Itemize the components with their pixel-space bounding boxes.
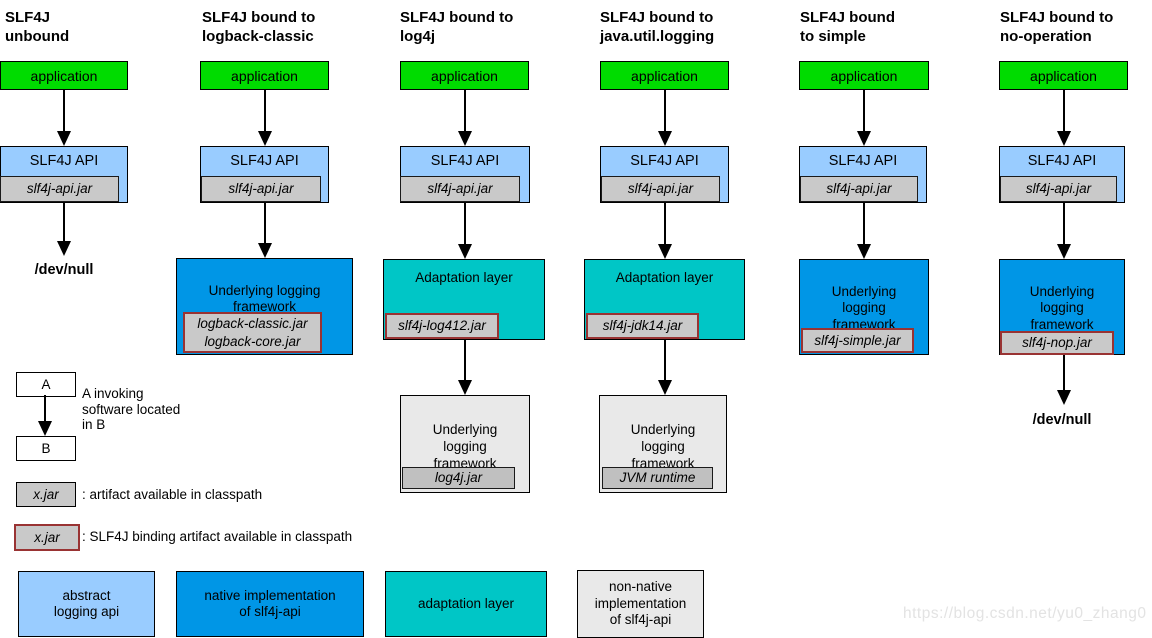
legend-adaptation-box: adaptation layer [385,571,547,637]
underlying-framework-box: Underlying logging framework log4j.jar [400,395,530,493]
framework-jar-badge: log4j.jar [402,467,515,489]
slf4j-api-label: SLF4J API [1027,153,1097,169]
binding-jar-badge: slf4j-nop.jar [1000,331,1114,355]
arrow-down-icon [657,203,672,259]
api-jar-badge: slf4j-api.jar [400,176,520,202]
legend-artifact-caption: : artifact available in classpath [82,487,263,502]
slf4j-api-label: SLF4J API [630,153,699,169]
legend-b-box: B [16,436,76,461]
arrow-down-icon [257,90,272,146]
arrow-down-icon [1056,355,1071,405]
api-jar-badge: slf4j-api.jar [1000,176,1117,202]
application-box: application [400,61,529,90]
column-title-jul: SLF4J bound to java.util.logging [600,9,715,45]
framework-jar-badge: JVM runtime [602,467,713,489]
binding-jar-badge: slf4j-log412.jar [385,313,499,339]
native-framework-box: Underlying logging framework slf4j-nop.j… [999,259,1125,355]
adaptation-layer-label: Adaptation layer [415,270,513,285]
slf4j-api-box: SLF4J API slf4j-api.jar [0,146,128,203]
api-jar-badge: slf4j-api.jar [201,176,321,202]
arrow-down-icon [657,340,672,395]
slf4j-api-box: SLF4J API slf4j-api.jar [799,146,927,203]
csdn-watermark: https://blog.csdn.net/yu0_zhang0 [903,605,1147,622]
application-label: application [830,67,898,84]
arrow-down-icon [1056,203,1071,259]
api-jar-badge: slf4j-api.jar [601,176,720,202]
legend-binding-caption: : SLF4J binding artifact available in cl… [82,529,353,544]
adaptation-layer-box: Adaptation layer slf4j-log412.jar [383,259,545,340]
slf4j-api-label: SLF4J API [29,153,99,169]
legend-abstract-api-box: abstract logging api [18,571,155,637]
arrow-down-icon [856,90,871,146]
column-title-nop: SLF4J bound to no-operation [1000,9,1114,45]
slf4j-api-box: SLF4J API slf4j-api.jar [200,146,329,203]
slf4j-api-label: SLF4J API [230,153,299,169]
application-label: application [30,67,98,84]
legend-invoke-caption: A invoking software located in B [82,386,181,432]
api-jar-badge: slf4j-api.jar [0,176,119,202]
slf4j-api-box: SLF4J API slf4j-api.jar [600,146,729,203]
native-framework-box: Underlying logging framework slf4j-simpl… [799,259,929,355]
arrow-down-icon [856,203,871,259]
application-label: application [1030,67,1097,84]
devnull-label: /dev/null [1032,412,1092,428]
underlying-framework-label: Underlying logging framework [432,422,498,471]
column-title-unbound: SLF4J unbound [5,9,70,45]
arrow-down-icon [457,90,472,146]
arrow-down-icon [657,90,672,146]
application-label: application [631,67,698,84]
arrow-down-icon [1056,90,1071,146]
application-label: application [231,67,298,84]
legend-native-impl-box: native implementation of slf4j-api [176,571,364,637]
adaptation-layer-label: Adaptation layer [615,270,714,285]
arrow-down-icon [457,340,472,395]
api-jar-badge: slf4j-api.jar [800,176,918,202]
native-framework-label: Underlying logging framework [1029,283,1095,332]
adaptation-layer-box: Adaptation layer slf4j-jdk14.jar [584,259,745,340]
application-label: application [431,67,498,84]
native-framework-label: Underlying logging framework [831,283,897,332]
application-box: application [799,61,929,90]
arrow-down-icon [56,203,71,256]
binding-jar-badge: slf4j-jdk14.jar [586,313,699,339]
legend-a-box: A [16,372,76,397]
arrow-down-icon [37,395,52,436]
application-box: application [999,61,1128,90]
legend-nonnative-impl-box: non-native implementation of slf4j-api [577,570,704,638]
column-title-log4j: SLF4J bound to log4j [400,9,514,45]
underlying-framework-box: Underlying logging framework JVM runtime [599,395,727,493]
slf4j-api-box: SLF4J API slf4j-api.jar [400,146,530,203]
devnull-label: /dev/null [34,262,94,278]
slf4j-api-box: SLF4J API slf4j-api.jar [999,146,1125,203]
slf4j-api-label: SLF4J API [828,153,898,169]
binding-jar-badge: logback-classic.jar logback-core.jar [183,312,322,353]
column-title-simple: SLF4J bound to simple [800,9,895,45]
native-framework-box: Underlying logging framework logback-cla… [176,258,353,355]
application-box: application [0,61,128,90]
arrow-down-icon [257,203,272,258]
legend-artifact-jar: x.jar [16,482,76,507]
column-title-logback: SLF4J bound to logback-classic [202,9,316,45]
underlying-framework-label: Underlying logging framework [630,422,696,471]
legend-binding-jar: x.jar [14,524,80,551]
slf4j-api-label: SLF4J API [430,153,500,169]
arrow-down-icon [56,90,71,146]
arrow-down-icon [457,203,472,259]
native-framework-label: Underlying logging framework [208,282,321,315]
application-box: application [200,61,329,90]
application-box: application [600,61,729,90]
binding-jar-badge: slf4j-simple.jar [801,328,914,353]
